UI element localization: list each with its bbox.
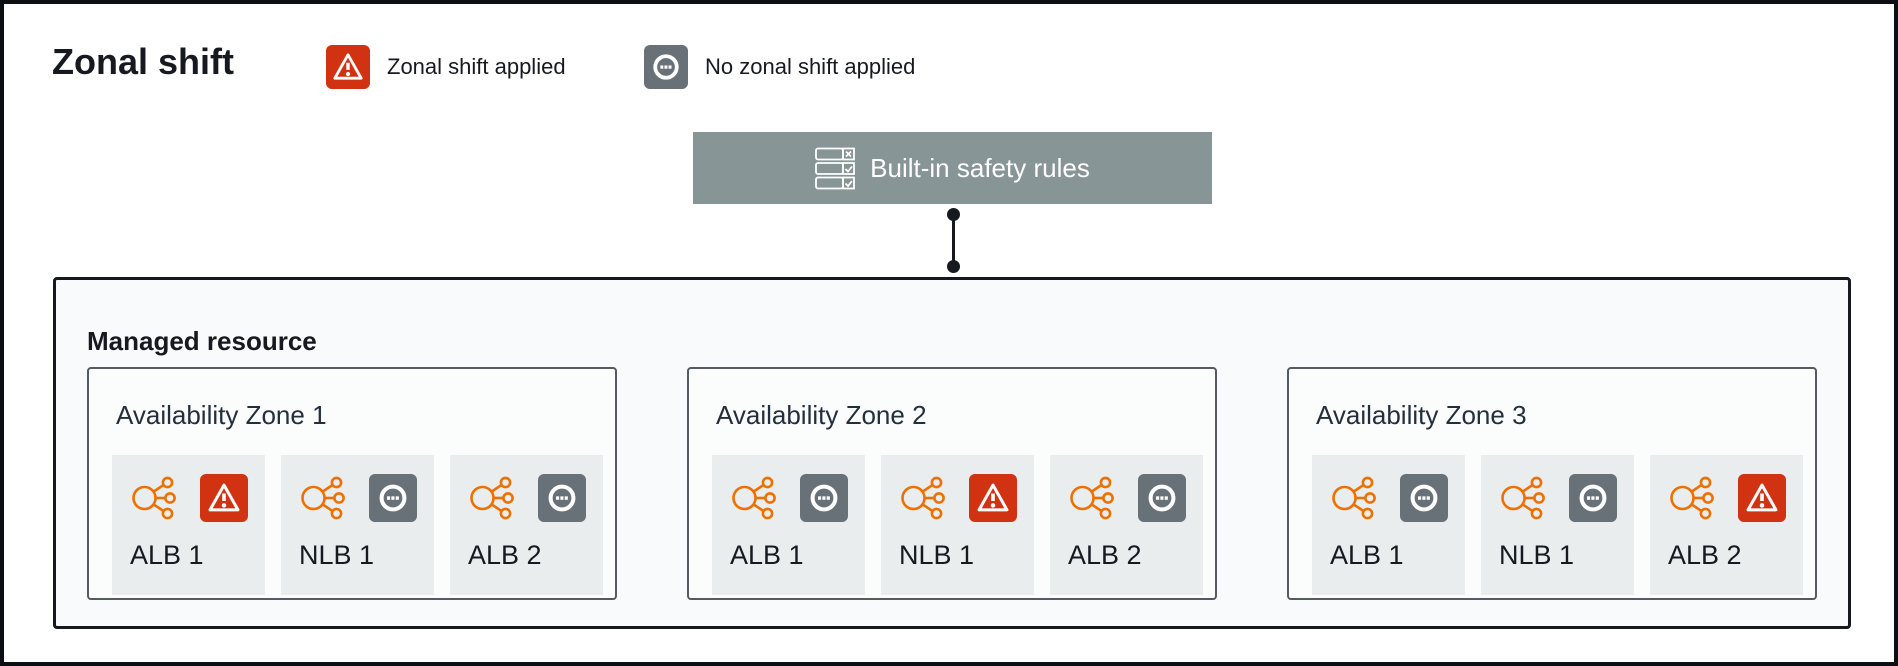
safety-rules-label: Built-in safety rules bbox=[870, 152, 1090, 183]
built-in-safety-rules-box: Built-in safety rules bbox=[693, 132, 1212, 204]
load-balancer-icon bbox=[1501, 476, 1545, 520]
ellipsis-circle-icon bbox=[644, 45, 688, 89]
load-balancer-icon bbox=[901, 476, 945, 520]
resource-card: ALB 1 bbox=[1312, 455, 1465, 595]
status-badge bbox=[1138, 474, 1186, 522]
status-badge bbox=[1738, 474, 1786, 522]
resource-card: ALB 2 bbox=[450, 455, 603, 595]
resource-card: ALB 2 bbox=[1650, 455, 1803, 595]
zone-label: Availability Zone 3 bbox=[1316, 400, 1527, 430]
zone-label: Availability Zone 1 bbox=[116, 400, 327, 430]
card-icons bbox=[467, 473, 586, 523]
status-badge bbox=[369, 474, 417, 522]
resource-card: ALB 1 bbox=[112, 455, 265, 595]
resource-card: NLB 1 bbox=[281, 455, 434, 595]
card-icons bbox=[1067, 473, 1186, 523]
resource-name: ALB 2 bbox=[1068, 540, 1142, 570]
resource-card: ALB 2 bbox=[1050, 455, 1203, 595]
card-icons bbox=[1329, 473, 1448, 523]
load-balancer-icon bbox=[301, 476, 345, 520]
legend-label: Zonal shift applied bbox=[387, 54, 566, 79]
load-balancer-icon bbox=[132, 476, 176, 520]
resource-name: ALB 2 bbox=[468, 540, 542, 570]
status-badge bbox=[800, 474, 848, 522]
resource-name: ALB 1 bbox=[730, 540, 804, 570]
load-balancer-icon bbox=[1070, 476, 1114, 520]
card-icons bbox=[729, 473, 848, 523]
resource-name: ALB 1 bbox=[130, 540, 204, 570]
status-badge bbox=[969, 474, 1017, 522]
resource-name: NLB 1 bbox=[299, 540, 375, 570]
card-icons bbox=[129, 473, 248, 523]
availability-zone-3: Availability Zone 3 ALB 1 bbox=[1287, 367, 1817, 600]
resource-cards: ALB 1 NLB 1 bbox=[712, 455, 1203, 595]
status-badge bbox=[1569, 474, 1617, 522]
resource-cards: ALB 1 NLB 1 bbox=[1312, 455, 1803, 595]
connector-line bbox=[952, 214, 955, 266]
resource-card: NLB 1 bbox=[881, 455, 1034, 595]
managed-resource-label: Managed resource bbox=[87, 326, 317, 356]
status-badge bbox=[200, 474, 248, 522]
card-icons bbox=[1667, 473, 1786, 523]
load-balancer-icon bbox=[1332, 476, 1376, 520]
connector-dot bbox=[947, 208, 960, 221]
resource-name: NLB 1 bbox=[1499, 540, 1575, 570]
zone-label: Availability Zone 2 bbox=[716, 400, 927, 430]
load-balancer-icon bbox=[1670, 476, 1714, 520]
warning-triangle-icon bbox=[326, 45, 370, 89]
load-balancer-icon bbox=[732, 476, 776, 520]
resource-name: NLB 1 bbox=[899, 540, 975, 570]
resource-card: ALB 1 bbox=[712, 455, 865, 595]
page-title: Zonal shift bbox=[52, 41, 234, 82]
resource-cards: ALB 1 NLB 1 bbox=[112, 455, 603, 595]
connector-dot bbox=[947, 260, 960, 273]
availability-zone-1: Availability Zone 1 ALB 1 bbox=[87, 367, 617, 600]
load-balancer-icon bbox=[470, 476, 514, 520]
card-icons bbox=[898, 473, 1017, 523]
card-icons bbox=[298, 473, 417, 523]
status-badge bbox=[1400, 474, 1448, 522]
legend-item-zonal-shift-applied: Zonal shift applied bbox=[326, 45, 566, 89]
legend-item-no-zonal-shift: No zonal shift applied bbox=[644, 45, 915, 89]
card-icons bbox=[1498, 473, 1617, 523]
resource-name: ALB 1 bbox=[1330, 540, 1404, 570]
status-badge bbox=[538, 474, 586, 522]
resource-name: ALB 2 bbox=[1668, 540, 1742, 570]
resource-card: NLB 1 bbox=[1481, 455, 1634, 595]
managed-resource-container: Managed resource Availability Zone 1 ALB… bbox=[53, 277, 1851, 629]
safety-rules-icon bbox=[815, 147, 856, 189]
legend-label: No zonal shift applied bbox=[705, 54, 916, 79]
availability-zone-2: Availability Zone 2 ALB 1 bbox=[687, 367, 1217, 600]
